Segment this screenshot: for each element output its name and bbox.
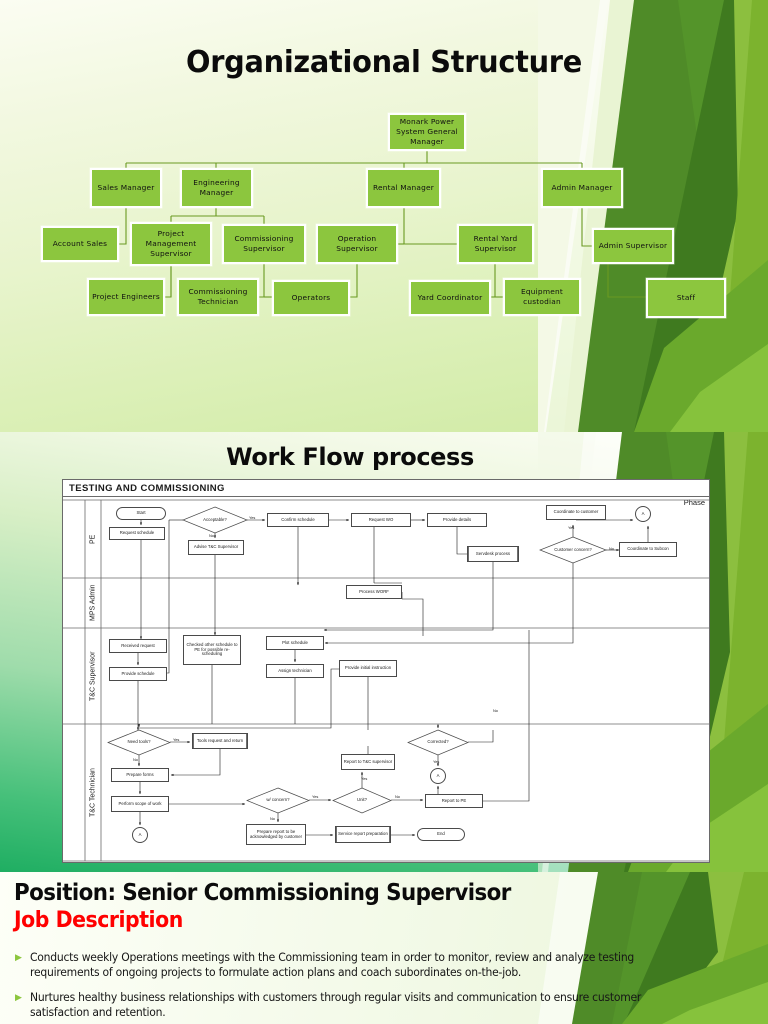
list-item: ▶ Conducts weekly Operations meetings wi… [14,950,730,980]
org-box-equipment-custodian[interactable]: Equipment custodian [503,278,581,316]
flow-node-assign-technician[interactable]: Assign technician [266,664,324,678]
edge-label-yes-acceptable: Yes [249,515,256,520]
org-box-general-manager[interactable]: Monark Power System General Manager [388,113,466,151]
flow-node-report-to-tc-supervisor[interactable]: Report to T&C supervisor [341,754,395,770]
flow-node-provide-initial-instruction[interactable]: Provide initial instruction [339,660,397,677]
flow-node-end[interactable]: End [417,828,465,841]
list-item: ▶ Nurtures healthy business relationship… [14,990,730,1020]
edge-label-yes-customer-concern: Yes [568,525,575,530]
edge-label-no-w-concern: No [270,816,275,821]
triangle-bullet-icon: ▶ [15,952,22,962]
flow-node-connector-a-2[interactable]: A [132,827,148,843]
decorative-green-shapes-slide3 [538,872,768,1024]
flow-node-coordinate-to-subcon[interactable]: Coordinate to Subcon [619,542,677,557]
lane-label-tc-supervisor: T&C Supervisor [89,651,97,701]
flow-node-connector-a-3[interactable]: A [430,768,446,784]
flow-node-prepare-forms[interactable]: Prepare forms [111,768,169,782]
flow-node-checked-other-schedule[interactable]: Checked other schedule to PE for possibl… [183,635,241,665]
flow-node-need-tools[interactable]: Need tools? [127,739,151,745]
flow-node-received-request[interactable]: Received request [109,639,167,653]
flow-node-prepare-report-acknowledged[interactable]: Prepare report to be acknowledged by cus… [246,824,306,845]
flow-node-servdesk-process[interactable]: Servdesk process [467,546,519,562]
flow-node-report-to-pe[interactable]: Report to PE [425,794,483,808]
flow-node-coordinate-to-customer[interactable]: Coordinate to customer [546,505,606,520]
edge-label-yes-need-tools: Yes [173,737,180,742]
org-box-commissioning-technician[interactable]: Commissioning Technician [177,278,259,316]
bullet-text: Conducts weekly Operations meetings with… [30,951,635,980]
workflow-connectors [63,499,709,862]
org-box-operation-supervisor[interactable]: Operation Supervisor [316,224,398,264]
edge-label-no-acceptable: No [209,533,214,538]
org-box-commissioning-supervisor[interactable]: Commissioning Supervisor [222,224,306,264]
workflow-diagram: TESTING AND COMMISSIONING Phase [62,479,710,863]
edge-label-no-unit: No [395,794,400,799]
edge-label-no-midflow: No [493,708,498,713]
org-box-engineering-manager[interactable]: Engineering Manager [180,168,253,208]
flow-node-process-worf[interactable]: Process WORF [346,585,402,599]
org-box-sales-manager[interactable]: Sales Manager [90,168,162,208]
edge-label-yes-unit: Yes [361,776,368,781]
page-title: Organizational Structure [186,45,582,80]
triangle-bullet-icon: ▶ [15,992,22,1003]
phase-label: Phase [683,498,705,507]
org-box-yard-coordinator[interactable]: Yard Coordinator [409,280,491,316]
flow-node-start[interactable]: Start [116,507,166,520]
org-box-operators[interactable]: Operators [272,280,350,316]
flow-node-corrected[interactable]: Corrected? [427,739,449,745]
org-chart-connectors [119,151,646,298]
org-box-account-sales[interactable]: Account Sales [41,226,119,262]
flow-node-request-wo[interactable]: Request WO [351,513,411,527]
diagram-title: TESTING AND COMMISSIONING [63,480,709,497]
flow-node-plot-schedule[interactable]: Plot schedule [266,636,324,650]
job-description-heading: Job Description [14,908,183,933]
org-box-admin-supervisor[interactable]: Admin Supervisor [592,228,674,264]
lane-label-tc-technician: T&C Technician [89,768,97,817]
slide-job-description: Position: Senior Commissioning Superviso… [0,872,768,1024]
flow-node-provide-schedule[interactable]: Provide schedule [109,667,167,681]
flow-node-request-schedule[interactable]: Request schedule [109,527,165,540]
flow-node-service-report-preparation[interactable]: Service report preparation [335,826,391,843]
edge-label-no-need-tools: No [133,757,138,762]
flow-node-acceptable[interactable]: Acceptable? [203,516,227,522]
org-box-staff[interactable]: Staff [646,278,726,318]
lane-label-mps-admin: MPS Admin [89,584,97,622]
section-title-work-flow: Work Flow process [226,443,474,471]
flow-node-connector-a-1[interactable]: A [635,506,651,522]
edge-label-no-customer-concern: No [609,546,614,551]
flow-node-provide-details[interactable]: Provide details [427,513,487,527]
flow-node-w-concern[interactable]: w/ concern? [266,797,290,803]
org-box-project-engineers[interactable]: Project Engineers [87,278,165,316]
flow-node-tools-request-and-return[interactable]: Tools request and return [192,733,248,749]
edge-label-yes-w-concern: Yes [312,794,319,799]
slide-organizational-structure: Organizational Structure [0,0,768,432]
flow-node-unit[interactable]: Unit? [356,797,368,803]
edge-label-yes-corrected: Yes [433,759,440,764]
job-description-bullets: ▶ Conducts weekly Operations meetings wi… [14,950,730,1024]
org-box-rental-manager[interactable]: Rental Manager [366,168,441,208]
org-box-project-management-supervisor[interactable]: Project Management Supervisor [130,222,212,266]
position-title: Position: Senior Commissioning Superviso… [14,880,511,906]
bullet-text: Nurtures healthy business relationships … [30,991,642,1020]
flow-node-customer-concern[interactable]: Customer concern? [554,546,592,552]
flow-node-confirm-schedule[interactable]: Confirm schedule [267,513,329,527]
flow-node-advise-tc-supervisor[interactable]: Advise T&C Supervisor [188,540,244,555]
org-box-admin-manager[interactable]: Admin Manager [541,168,623,208]
decorative-green-shapes-slide1 [538,0,768,432]
org-box-rental-yard-supervisor[interactable]: Rental Yard Supervisor [457,224,534,264]
lane-label-pe: PE [89,534,97,544]
organizational-chart: Monark Power System General Manager Sale… [0,0,768,432]
flow-node-perform-scope-of-work[interactable]: Perform scope of work [111,796,169,812]
